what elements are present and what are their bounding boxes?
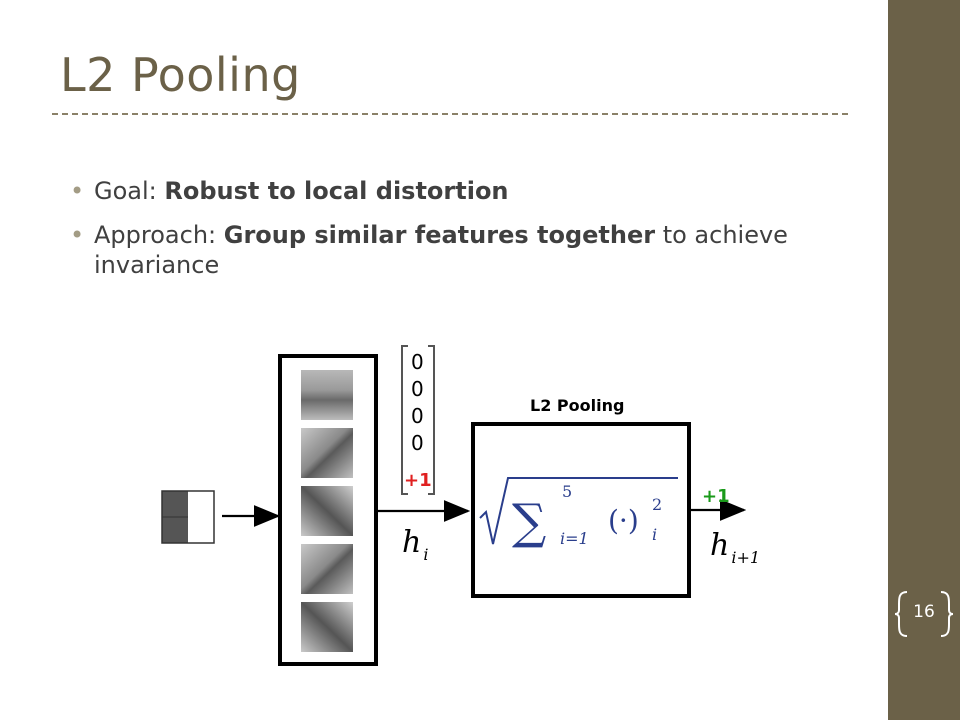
- bullet-list: • Goal: Robust to local distortion • App…: [70, 176, 830, 294]
- bullet-approach-bold: Group similar features together: [223, 221, 656, 249]
- vector-entry: 0: [411, 377, 424, 401]
- bullet-approach-prefix: Approach:: [94, 221, 224, 249]
- formula-power: 2: [652, 495, 662, 514]
- l2-formula: ∑ 5 i=1 (·) 2 i: [479, 477, 678, 550]
- vector-entry: 0: [411, 431, 424, 455]
- input-patch: [161, 490, 215, 544]
- output-bias: +1: [702, 486, 730, 507]
- sum-symbol: ∑: [512, 494, 546, 550]
- pooling-title: L2 Pooling: [530, 396, 624, 415]
- bullet-goal-prefix: Goal:: [94, 177, 165, 205]
- sum-lower-limit: i=1: [560, 529, 589, 548]
- slide-title: L2 Pooling: [60, 48, 301, 102]
- page-number-brackets: [895, 591, 953, 637]
- vector-entry: 0: [411, 350, 424, 374]
- formula-body: (·): [608, 504, 639, 537]
- filter-patch: [301, 486, 353, 536]
- sum-upper-limit: 5: [562, 482, 572, 501]
- formula-subscript: i: [652, 525, 657, 544]
- page-number: 16: [913, 602, 935, 622]
- bullet-goal: • Goal: Robust to local distortion: [70, 176, 830, 206]
- column-vector: 0 0 0 0 +1: [401, 345, 435, 495]
- bullet-dot-icon: •: [70, 221, 85, 249]
- filter-patches: [301, 370, 353, 652]
- filter-patch: [301, 544, 353, 594]
- pooling-box: [471, 422, 691, 598]
- right-bracket: [428, 345, 435, 495]
- filter-patch: [301, 370, 353, 420]
- left-bracket: [401, 345, 408, 495]
- filter-patch: [301, 428, 353, 478]
- bullet-approach-suffix: to achieve invariance: [94, 221, 788, 279]
- sqrt-sign: [479, 477, 678, 545]
- filter-patch: [301, 602, 353, 652]
- page-number-frame: 16: [895, 590, 953, 638]
- slide: L2 Pooling • Goal: Robust to local disto…: [52, 48, 848, 666]
- vector-bias-entry: +1: [404, 470, 432, 491]
- bullet-dot-icon: •: [70, 177, 85, 205]
- title-divider: [52, 113, 848, 115]
- bullet-approach: • Approach: Group similar features toget…: [70, 220, 830, 280]
- bullet-goal-bold: Robust to local distortion: [164, 177, 509, 205]
- vector-entry: 0: [411, 404, 424, 428]
